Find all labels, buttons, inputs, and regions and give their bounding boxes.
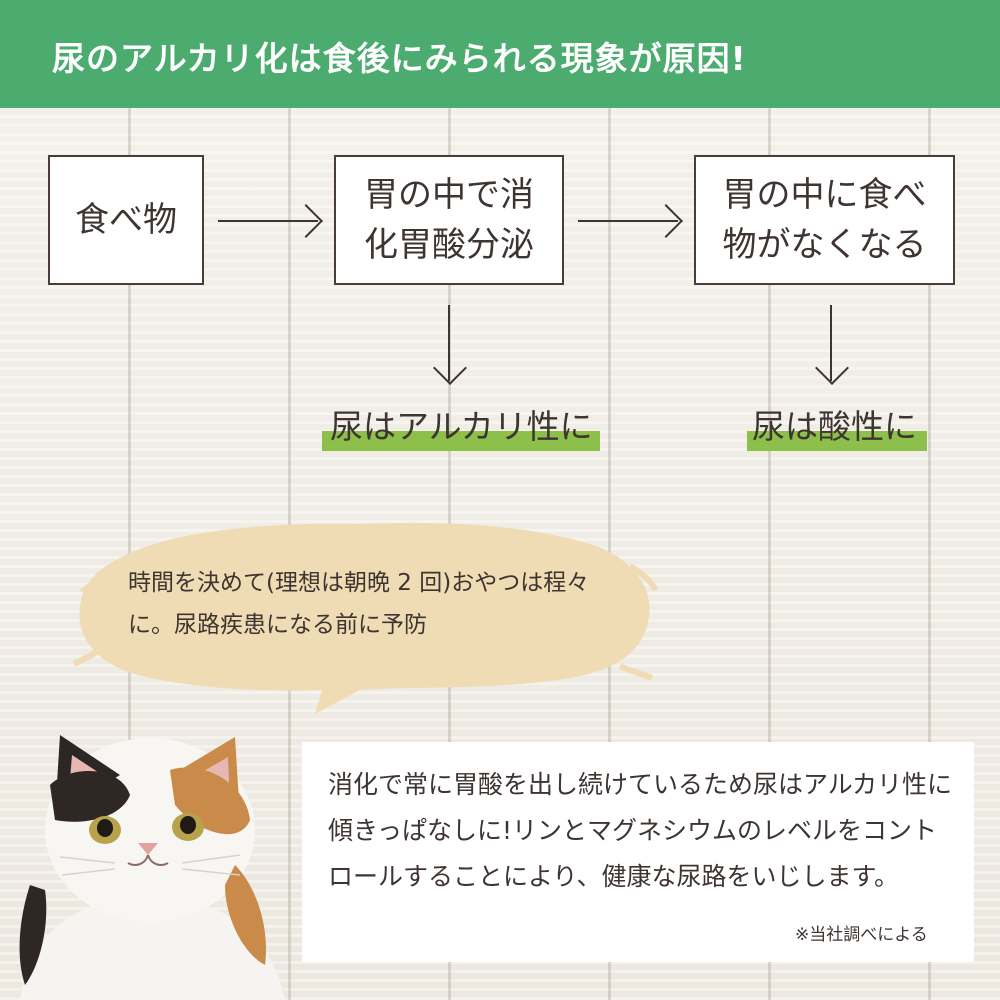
flow-box-food: 食べ物 [48,155,204,285]
note-text: 消化で常に胃酸を出し続けているため尿はアルカリ性に傾きっぱなしに!リンとマグネシ… [328,770,953,891]
flow-box-digestion-label: 胃の中で消 化胃酸分泌 [364,175,534,265]
arrow-down-1-line [448,305,450,381]
result-acidic-highlight [747,431,927,451]
arrow-right-1-line [218,220,318,222]
arrow-down-2-line [830,305,832,381]
arrow-right-2-line [578,220,678,222]
page-title: 尿のアルカリ化は食後にみられる現象が原因! [52,39,747,78]
flow-box-empty-stomach-label: 胃の中に食べ 物がなくなる [722,175,927,265]
speech-bubble-text: 時間を決めて(理想は朝晩 2 回)おやつは程々に。尿路疾患になる前に予防 [128,570,590,638]
result-alkaline-highlight [322,431,600,451]
footnote: ※当社調べによる [795,925,928,945]
result-alkaline: 尿はアルカリ性に [330,407,593,446]
flow-box-empty-stomach: 胃の中に食べ 物がなくなる [694,155,955,285]
header-banner: 尿のアルカリ化は食後にみられる現象が原因! [0,0,1000,108]
calico-cat-illustration [19,735,285,1000]
flow-box-food-label: 食べ物 [75,200,177,240]
result-acidic: 尿は酸性に [752,407,917,446]
flow-box-digestion: 胃の中で消 化胃酸分泌 [334,155,564,285]
speech-bubble-shape [72,522,659,714]
note-box [302,742,974,962]
